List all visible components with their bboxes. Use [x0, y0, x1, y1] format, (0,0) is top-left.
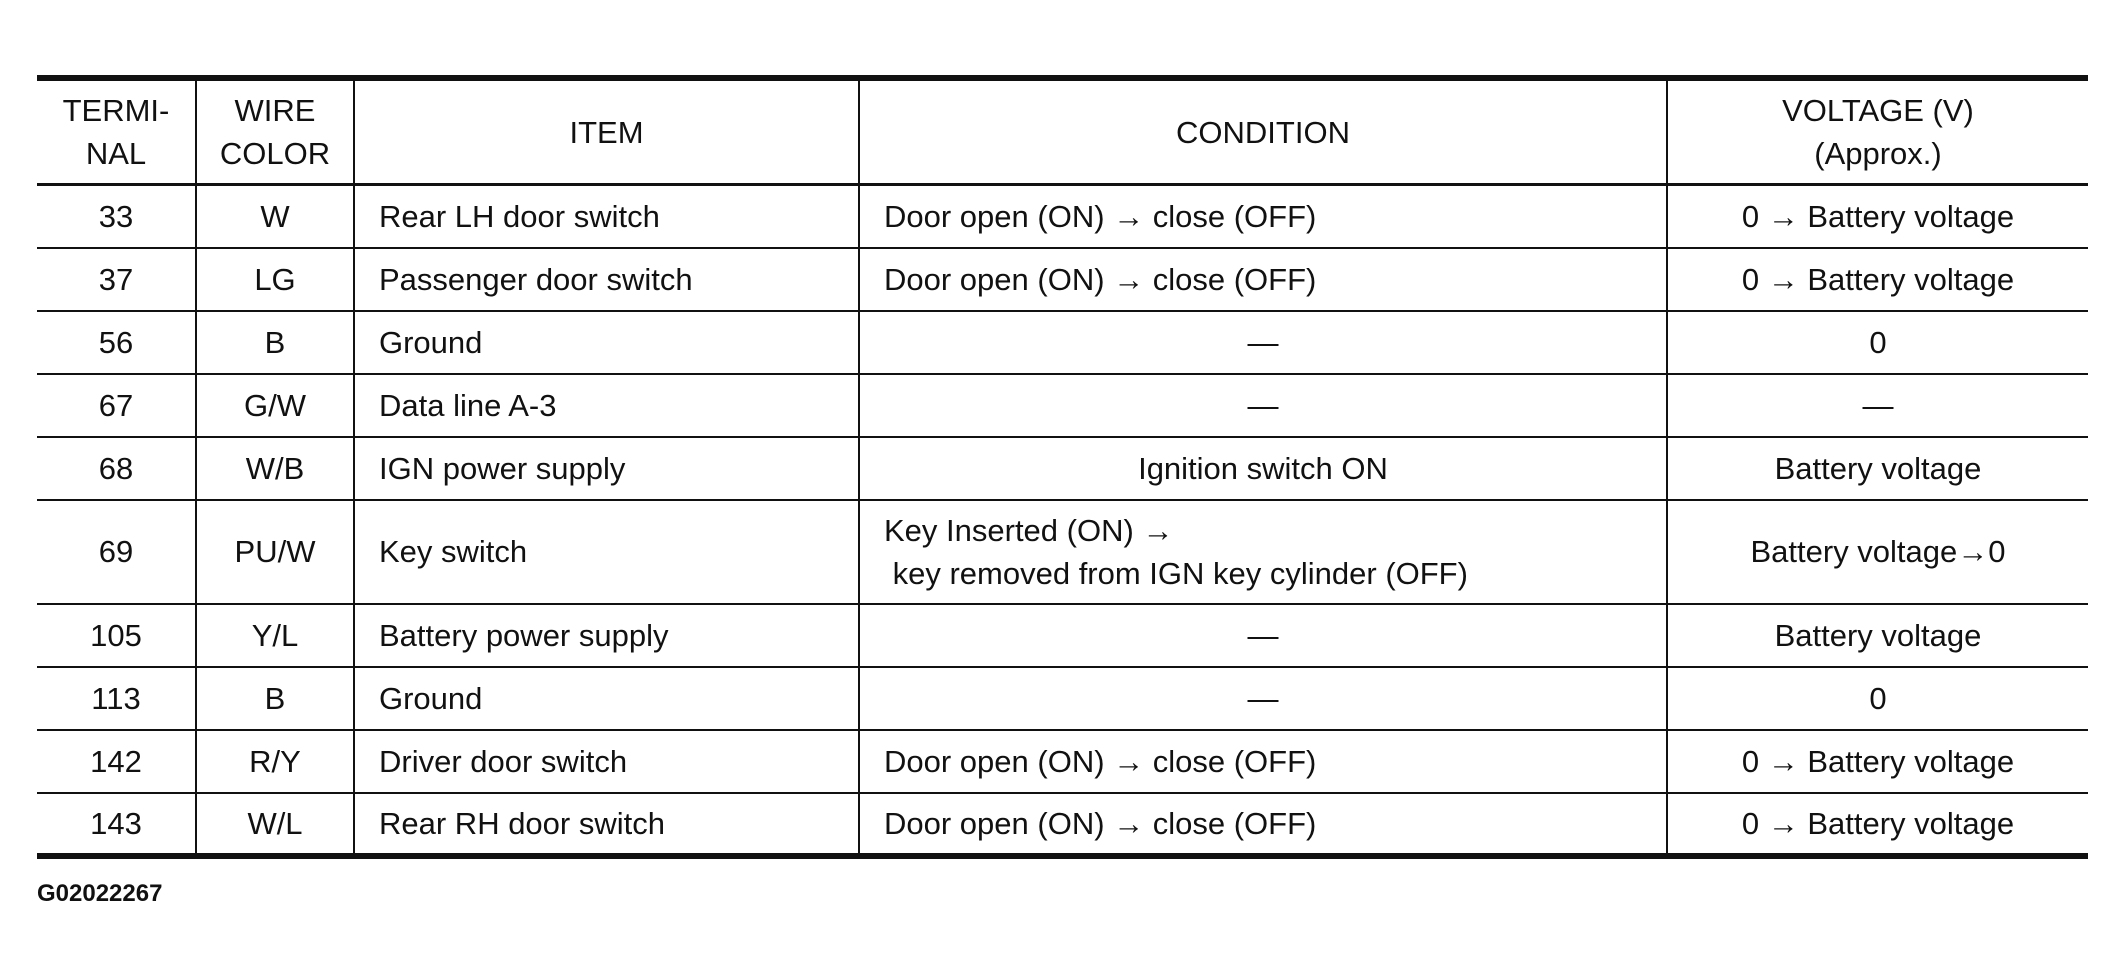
voltage-cell: 0 → Battery voltage — [1666, 184, 2088, 249]
header-voltage: VOLTAGE (V) (Approx.) — [1666, 78, 2088, 186]
item-cell: Ground — [353, 666, 860, 731]
terminal-cell: 33 — [37, 184, 197, 249]
wire-color-cell: B — [195, 310, 355, 375]
terminal-cell: 56 — [37, 310, 197, 375]
item-cell: Data line A-3 — [353, 373, 860, 438]
header-row: TERMI- NAL WIRE COLOR ITEM CONDITION VOL… — [37, 78, 2088, 186]
condition-cell: Key Inserted (ON) → key removed from IGN… — [858, 499, 1668, 605]
header-terminal: TERMI- NAL — [37, 78, 197, 186]
item-cell: Battery power supply — [353, 603, 860, 668]
condition-line: — — [1247, 680, 1279, 716]
voltage-cell: 0 → Battery voltage — [1666, 792, 2088, 856]
condition-line: Door open (ON) → close (OFF) — [884, 805, 1317, 841]
wire-color-cell: W — [195, 184, 355, 249]
condition-line: Door open (ON) → close (OFF) — [884, 198, 1317, 234]
terminal-table-container: TERMI- NAL WIRE COLOR ITEM CONDITION VOL… — [37, 75, 2088, 859]
voltage-cell: 0 → Battery voltage — [1666, 247, 2088, 312]
terminal-cell: 113 — [37, 666, 197, 731]
wire-color-cell: Y/L — [195, 603, 355, 668]
wire-color-cell: PU/W — [195, 499, 355, 605]
terminal-cell: 143 — [37, 792, 197, 856]
wire-color-cell: W/B — [195, 436, 355, 501]
wire-color-cell: B — [195, 666, 355, 731]
condition-cell: Door open (ON) → close (OFF) — [858, 792, 1668, 856]
condition-line: key removed from IGN key cylinder (OFF) — [884, 555, 1468, 591]
header-wire-color-line2: COLOR — [219, 136, 331, 171]
header-condition: CONDITION — [858, 78, 1668, 186]
condition-line: Ignition switch ON — [1138, 450, 1388, 486]
header-voltage-line1: VOLTAGE (V) — [1782, 93, 1974, 128]
condition-cell: Door open (ON) → close (OFF) — [858, 729, 1668, 794]
wire-color-cell: R/Y — [195, 729, 355, 794]
terminal-cell: 142 — [37, 729, 197, 794]
figure-code: G02022267 — [37, 880, 163, 907]
voltage-cell: 0 — [1666, 310, 2088, 375]
condition-line: — — [1247, 324, 1279, 360]
item-cell: Passenger door switch — [353, 247, 860, 312]
terminal-cell: 37 — [37, 247, 197, 312]
terminal-cell: 68 — [37, 436, 197, 501]
item-cell: Key switch — [353, 499, 860, 605]
voltage-cell: — — [1666, 373, 2088, 438]
voltage-cell: Battery voltage→0 — [1666, 499, 2088, 605]
item-cell: Driver door switch — [353, 729, 860, 794]
terminal-cell: 105 — [37, 603, 197, 668]
condition-cell: — — [858, 310, 1668, 375]
voltage-cell: 0 — [1666, 666, 2088, 731]
condition-cell: — — [858, 603, 1668, 668]
condition-cell: — — [858, 666, 1668, 731]
item-cell: Rear RH door switch — [353, 792, 860, 856]
voltage-cell: Battery voltage — [1666, 436, 2088, 501]
voltage-cell: Battery voltage — [1666, 603, 2088, 668]
item-cell: Rear LH door switch — [353, 184, 860, 249]
table-header: TERMI- NAL WIRE COLOR ITEM CONDITION VOL… — [37, 78, 2088, 186]
item-cell: Ground — [353, 310, 860, 375]
condition-cell: Ignition switch ON — [858, 436, 1668, 501]
condition-line: Key Inserted (ON) → — [884, 512, 1174, 548]
condition-line: — — [1247, 617, 1279, 653]
wire-color-cell: W/L — [195, 792, 355, 856]
header-item: ITEM — [353, 78, 860, 186]
terminal-cell: 67 — [37, 373, 197, 438]
condition-cell: — — [858, 373, 1668, 438]
terminal-cell: 69 — [37, 499, 197, 605]
header-wire-color: WIRE COLOR — [195, 78, 355, 186]
wire-color-cell: LG — [195, 247, 355, 312]
wire-color-cell: G/W — [195, 373, 355, 438]
header-wire-color-line1: WIRE — [234, 93, 316, 128]
condition-line: — — [1247, 387, 1279, 423]
terminal-reference-table: TERMI- NAL WIRE COLOR ITEM CONDITION VOL… — [37, 75, 2088, 859]
condition-line: Door open (ON) → close (OFF) — [884, 743, 1317, 779]
voltage-cell: 0 → Battery voltage — [1666, 729, 2088, 794]
header-terminal-line2: NAL — [85, 136, 147, 171]
condition-cell: Door open (ON) → close (OFF) — [858, 247, 1668, 312]
item-cell: IGN power supply — [353, 436, 860, 501]
condition-line: Door open (ON) → close (OFF) — [884, 261, 1317, 297]
condition-cell: Door open (ON) → close (OFF) — [858, 184, 1668, 249]
header-terminal-line1: TERMI- — [62, 93, 170, 128]
header-voltage-line2: (Approx.) — [1814, 136, 1942, 171]
